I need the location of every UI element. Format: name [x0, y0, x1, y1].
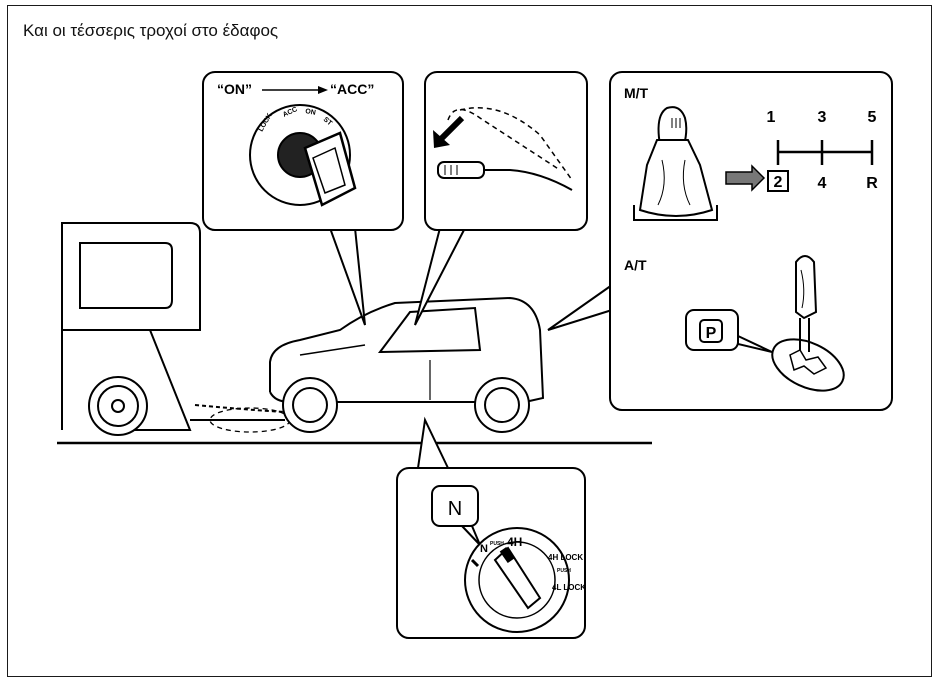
transfer-push-2: PUSH [557, 568, 571, 574]
transfer-push-1: PUSH [490, 541, 504, 547]
mt-label: M/T [624, 85, 649, 101]
gear-5: 5 [868, 109, 877, 126]
ignition-to-label: “ACC” [330, 81, 374, 97]
transmission-callout: M/T 1 3 5 2 4 R A/T P [609, 71, 893, 411]
gear-2-selected: 2 [774, 174, 783, 191]
ignition-callout: “ON” “ACC” LOCK ACC ON ST [202, 71, 404, 231]
transfer-pos-n: N [480, 543, 488, 555]
ignition-pos-st: ST [322, 116, 334, 128]
at-position-p: P [706, 325, 717, 342]
ignition-from-label: “ON” [217, 81, 252, 97]
transfer-callout: N N PUSH 4H 4H LOCK PUSH 4L LOCK [396, 467, 586, 639]
transfer-pos-4l-lock: 4L LOCK [552, 583, 586, 592]
towed-car [269, 296, 545, 433]
figure-title: Και οι τέσσερις τροχοί στο έδαφος [23, 21, 279, 40]
gear-4: 4 [818, 175, 827, 192]
parking-brake-callout [424, 71, 588, 231]
transfer-callout-n: N [448, 498, 462, 520]
gear-3: 3 [818, 109, 827, 126]
gear-r: R [866, 175, 878, 192]
tow-vehicle [61, 222, 291, 436]
ignition-pos-on: ON [305, 108, 317, 117]
callout-tails [329, 227, 613, 469]
transfer-pos-4h: 4H [507, 535, 522, 549]
at-label: A/T [624, 257, 647, 273]
gear-1: 1 [767, 109, 776, 126]
transfer-pos-4h-lock: 4H LOCK [548, 553, 583, 562]
